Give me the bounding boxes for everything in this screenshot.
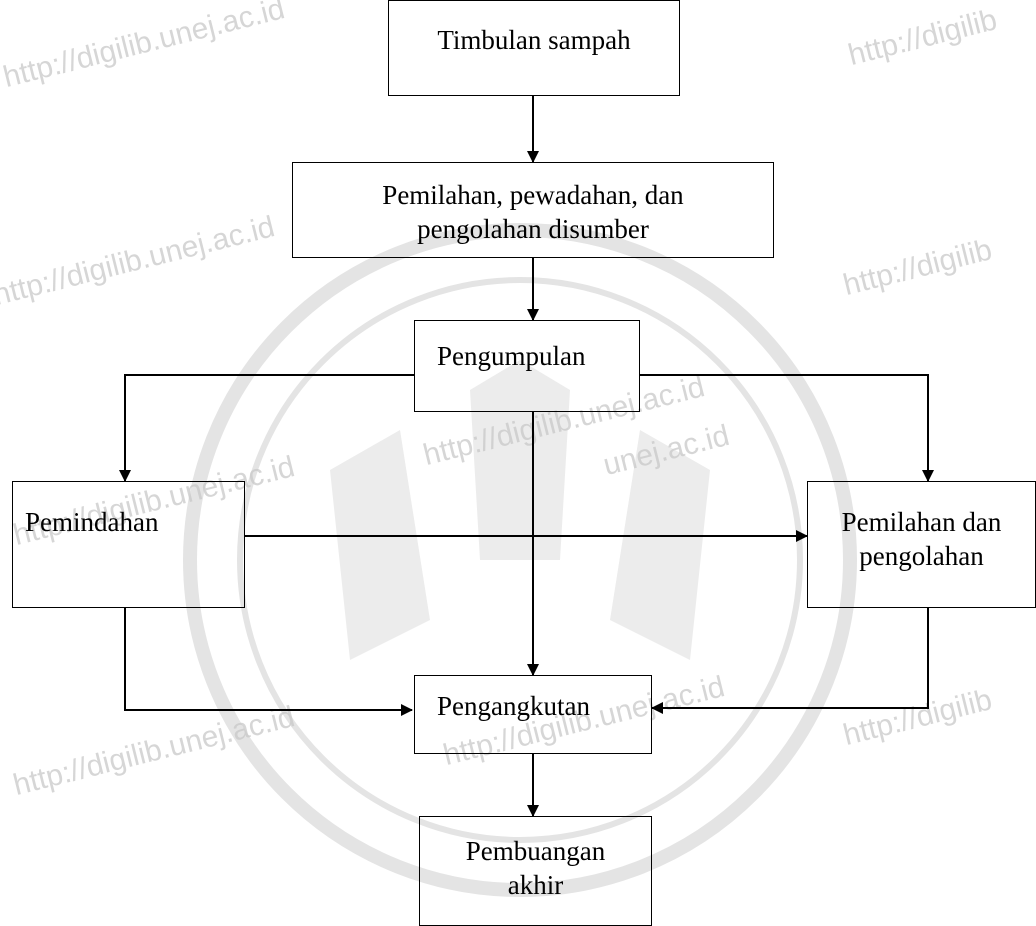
node-pemindahan: Pemindahan [12,481,245,608]
arrow-pengumpulan-to-pemilahan-dan-pengolahan [640,374,934,482]
node-pemilahan-sumber: Pemilahan, pewadahan, dan pengolahan dis… [292,162,774,258]
arrow-pemilahan-dan-pengolahan-to-pengangkutan [651,608,929,714]
node-pengangkutan: Pengangkutan [414,675,652,754]
node-pemilahan-dan-pengolahan: Pemilahan dan pengolahan [807,481,1036,608]
node-pengumpulan: Pengumpulan [414,320,640,412]
node-timbulan-sampah: Timbulan sampah [388,0,680,96]
node-pembuangan-akhir: Pembuangan akhir [419,816,652,926]
arrow-pemindahan-to-pengangkutan [124,608,413,716]
arrow-pengumpulan-to-pemindahan [119,374,414,482]
